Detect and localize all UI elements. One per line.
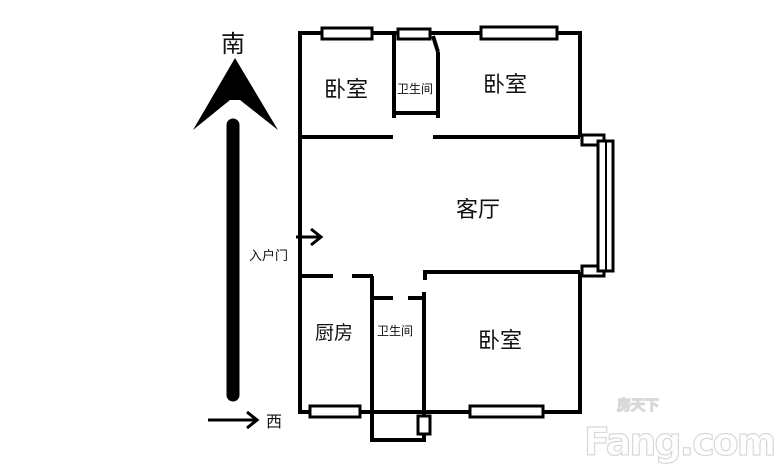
watermark-logo: 房天下 Fang.com [583, 396, 776, 464]
room-bathroom-top: 卫生间 [397, 82, 433, 96]
room-kitchen: 厨房 [315, 322, 353, 344]
room-bedroom-top-left: 卧室 [324, 78, 368, 103]
room-bathroom-bottom: 卫生间 [377, 324, 413, 338]
entrance-arrow-icon [296, 227, 324, 247]
west-label: 西 [266, 412, 282, 431]
windows [308, 25, 615, 436]
entrance-label: 入户门 [249, 248, 288, 264]
walls [298, 31, 582, 442]
south-label: 南 [221, 30, 245, 58]
west-arrow-icon [208, 410, 260, 430]
watermark-en: Fang.com [584, 420, 774, 464]
room-bedroom-bottom: 卧室 [478, 329, 522, 354]
watermark-cn: 房天下 [617, 397, 659, 414]
south-arrow [193, 58, 278, 402]
room-living: 客厅 [456, 198, 500, 223]
room-bedroom-top-right: 卧室 [483, 73, 527, 98]
